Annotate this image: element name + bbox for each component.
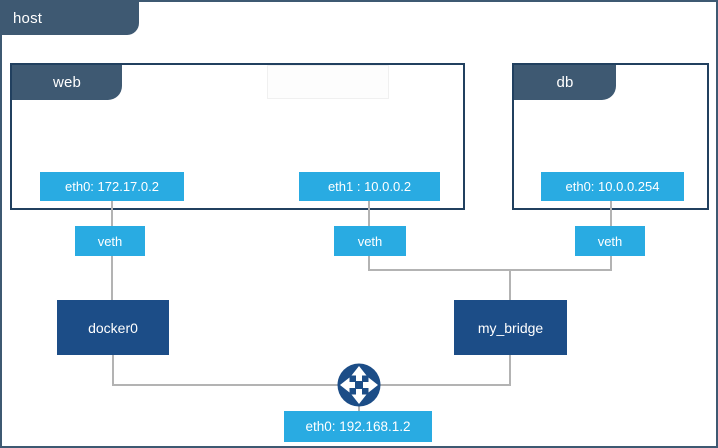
connector-veth-to-docker0 bbox=[111, 256, 113, 300]
veth-node-web-eth1: veth bbox=[334, 226, 406, 256]
web-eth0-label: eth0: 172.17.0.2 bbox=[65, 179, 159, 194]
web-container-label: web bbox=[52, 74, 82, 91]
veth-node-db-eth0: veth bbox=[575, 226, 645, 256]
web-eth0-node: eth0: 172.17.0.2 bbox=[40, 172, 184, 201]
connector-veth2-drop bbox=[368, 256, 370, 271]
docker0-bridge-node: docker0 bbox=[57, 300, 169, 355]
veth-label: veth bbox=[357, 233, 383, 249]
docker0-label: docker0 bbox=[88, 319, 138, 336]
connector-router-to-host-eth bbox=[358, 404, 360, 412]
veth-label: veth bbox=[597, 233, 623, 249]
web-container-box: web eth0: 172.17.0.2 eth1 : 10.0.0.2 bbox=[10, 63, 465, 210]
host-tab: host bbox=[2, 2, 139, 35]
web-container-tab: web bbox=[12, 65, 122, 100]
web-eth1-node: eth1 : 10.0.0.2 bbox=[299, 172, 440, 201]
host-eth0-label: eth0: 192.168.1.2 bbox=[305, 419, 411, 434]
db-eth0-label: eth0: 10.0.0.254 bbox=[565, 179, 660, 194]
web-eth1-label: eth1 : 10.0.0.2 bbox=[327, 179, 412, 194]
host-label: host bbox=[13, 10, 43, 27]
my-bridge-node: my_bridge bbox=[454, 300, 567, 355]
db-container-label: db bbox=[556, 74, 574, 91]
veth-label: veth bbox=[97, 233, 123, 249]
router-arrows-icon bbox=[337, 363, 381, 407]
connector-my-bridge-drop bbox=[509, 355, 511, 385]
connector-bus-to-my-bridge bbox=[509, 269, 511, 300]
connector-veth3-drop bbox=[610, 256, 612, 271]
db-container-tab: db bbox=[514, 65, 616, 100]
my-bridge-label: my_bridge bbox=[477, 319, 544, 336]
connector-veth-bus bbox=[368, 269, 612, 271]
connector-db-eth0-to-veth bbox=[610, 201, 612, 226]
connector-web-eth1-to-veth bbox=[368, 201, 370, 226]
db-container-box: db eth0: 10.0.0.254 bbox=[512, 63, 709, 210]
veth-node-web-eth0: veth bbox=[75, 226, 145, 256]
connector-web-eth0-to-veth bbox=[111, 201, 113, 226]
white-patch bbox=[267, 65, 389, 99]
connector-bridges-to-router bbox=[112, 384, 511, 386]
db-eth0-node: eth0: 10.0.0.254 bbox=[541, 172, 684, 201]
host-eth0-node: eth0: 192.168.1.2 bbox=[284, 411, 432, 442]
connector-docker0-drop bbox=[112, 355, 114, 385]
